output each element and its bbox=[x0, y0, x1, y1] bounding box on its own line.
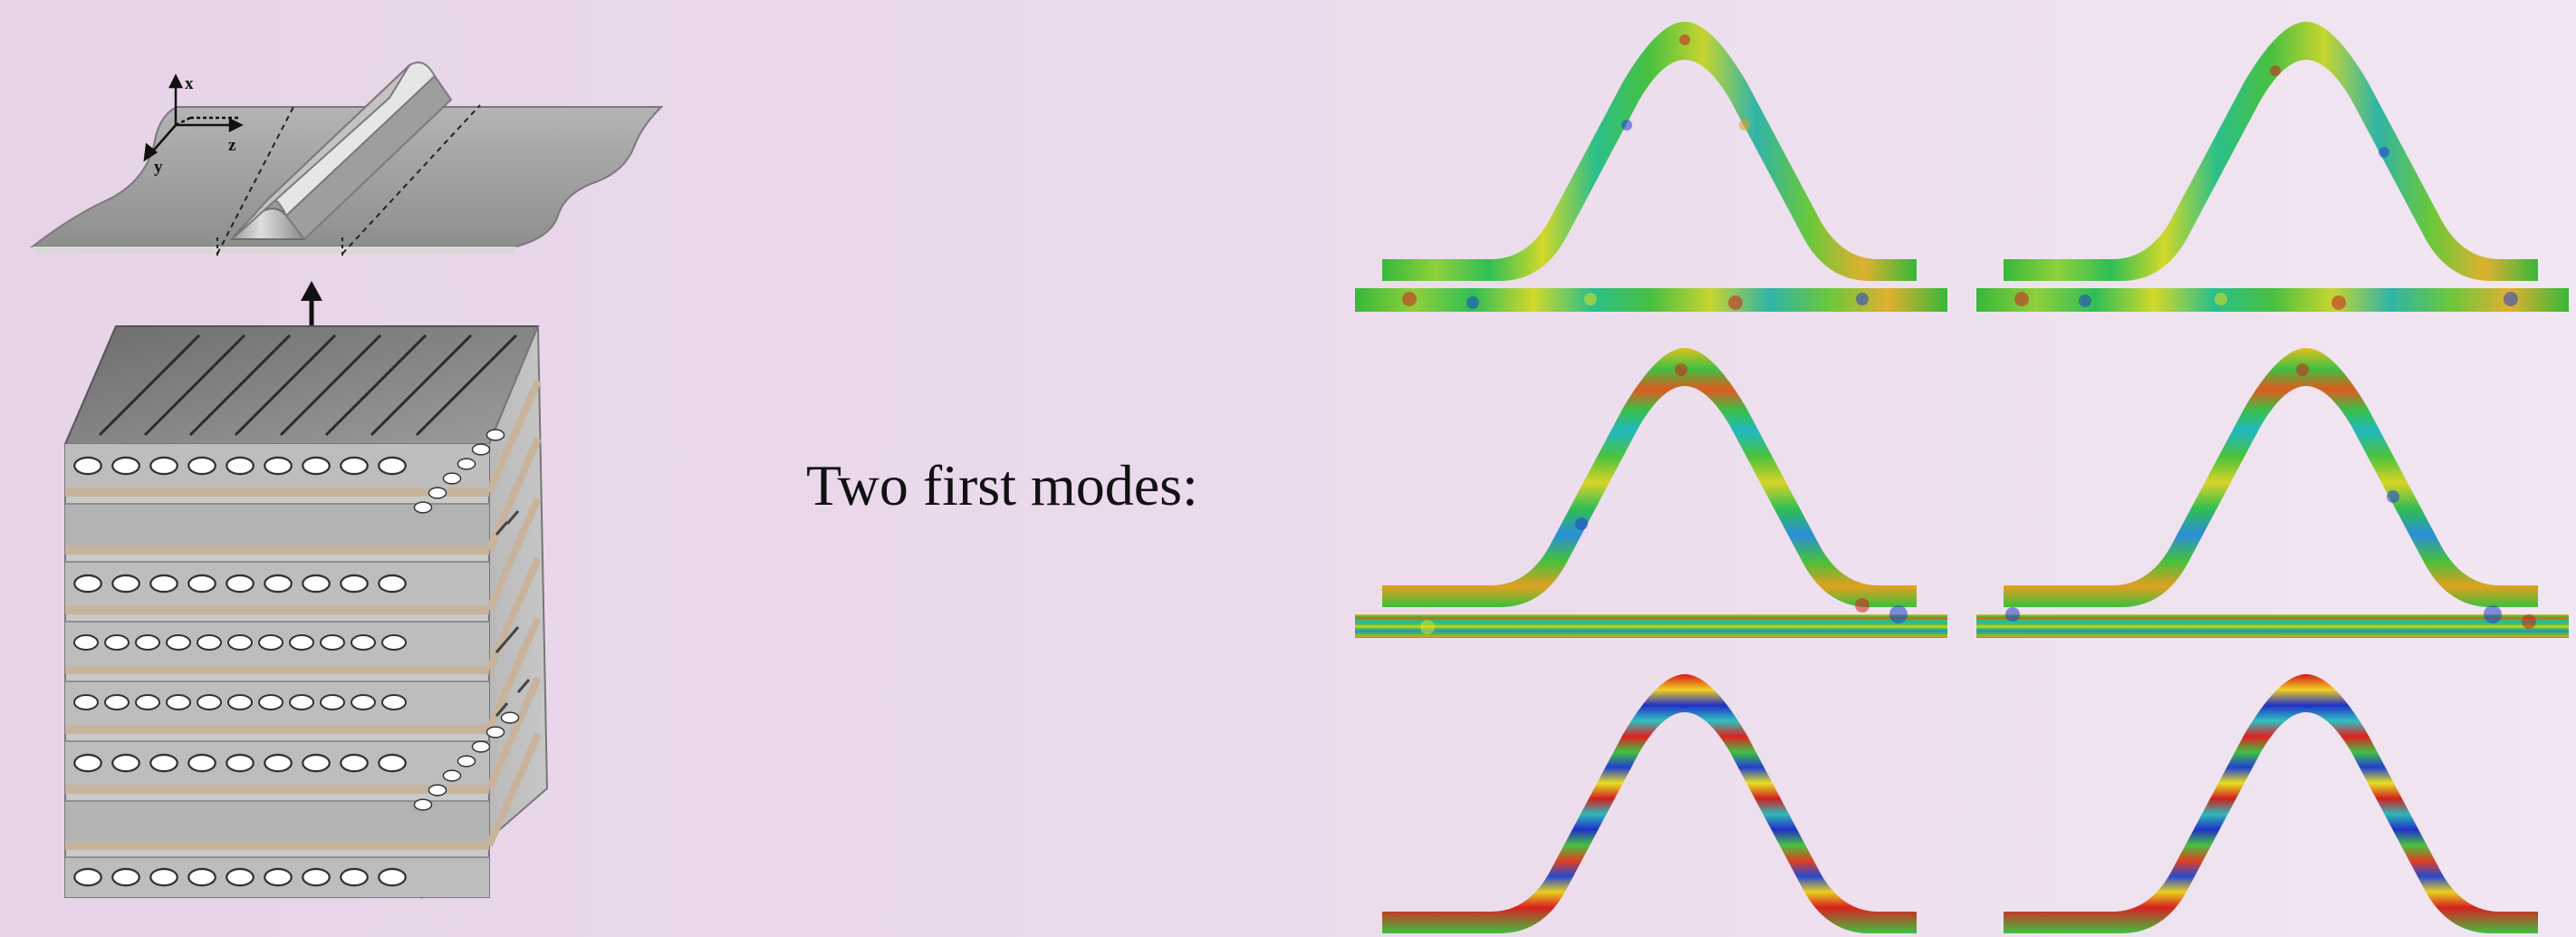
mode-panel-r2c2 bbox=[1976, 348, 2569, 638]
axis-x-label: x bbox=[185, 74, 194, 93]
mode-panel-r1c1 bbox=[1355, 22, 1947, 312]
axis-y-label: y bbox=[154, 158, 163, 177]
laminate-stack-illustration bbox=[63, 325, 549, 900]
stiffened-panel-illustration: x z y bbox=[30, 62, 664, 259]
mode-panel-r1c2 bbox=[1976, 22, 2569, 312]
mode-panel-r3c1 bbox=[1355, 674, 1947, 937]
modes-caption: Two first modes: bbox=[806, 453, 1198, 517]
mode-shapes-grid bbox=[1355, 22, 2569, 937]
coordinate-axes bbox=[143, 73, 244, 162]
ply-layers bbox=[65, 379, 542, 897]
mode-panel-r3c2 bbox=[1976, 674, 2569, 937]
axis-z-label: z bbox=[228, 136, 236, 155]
mode-panel-r2c1 bbox=[1355, 348, 1947, 638]
